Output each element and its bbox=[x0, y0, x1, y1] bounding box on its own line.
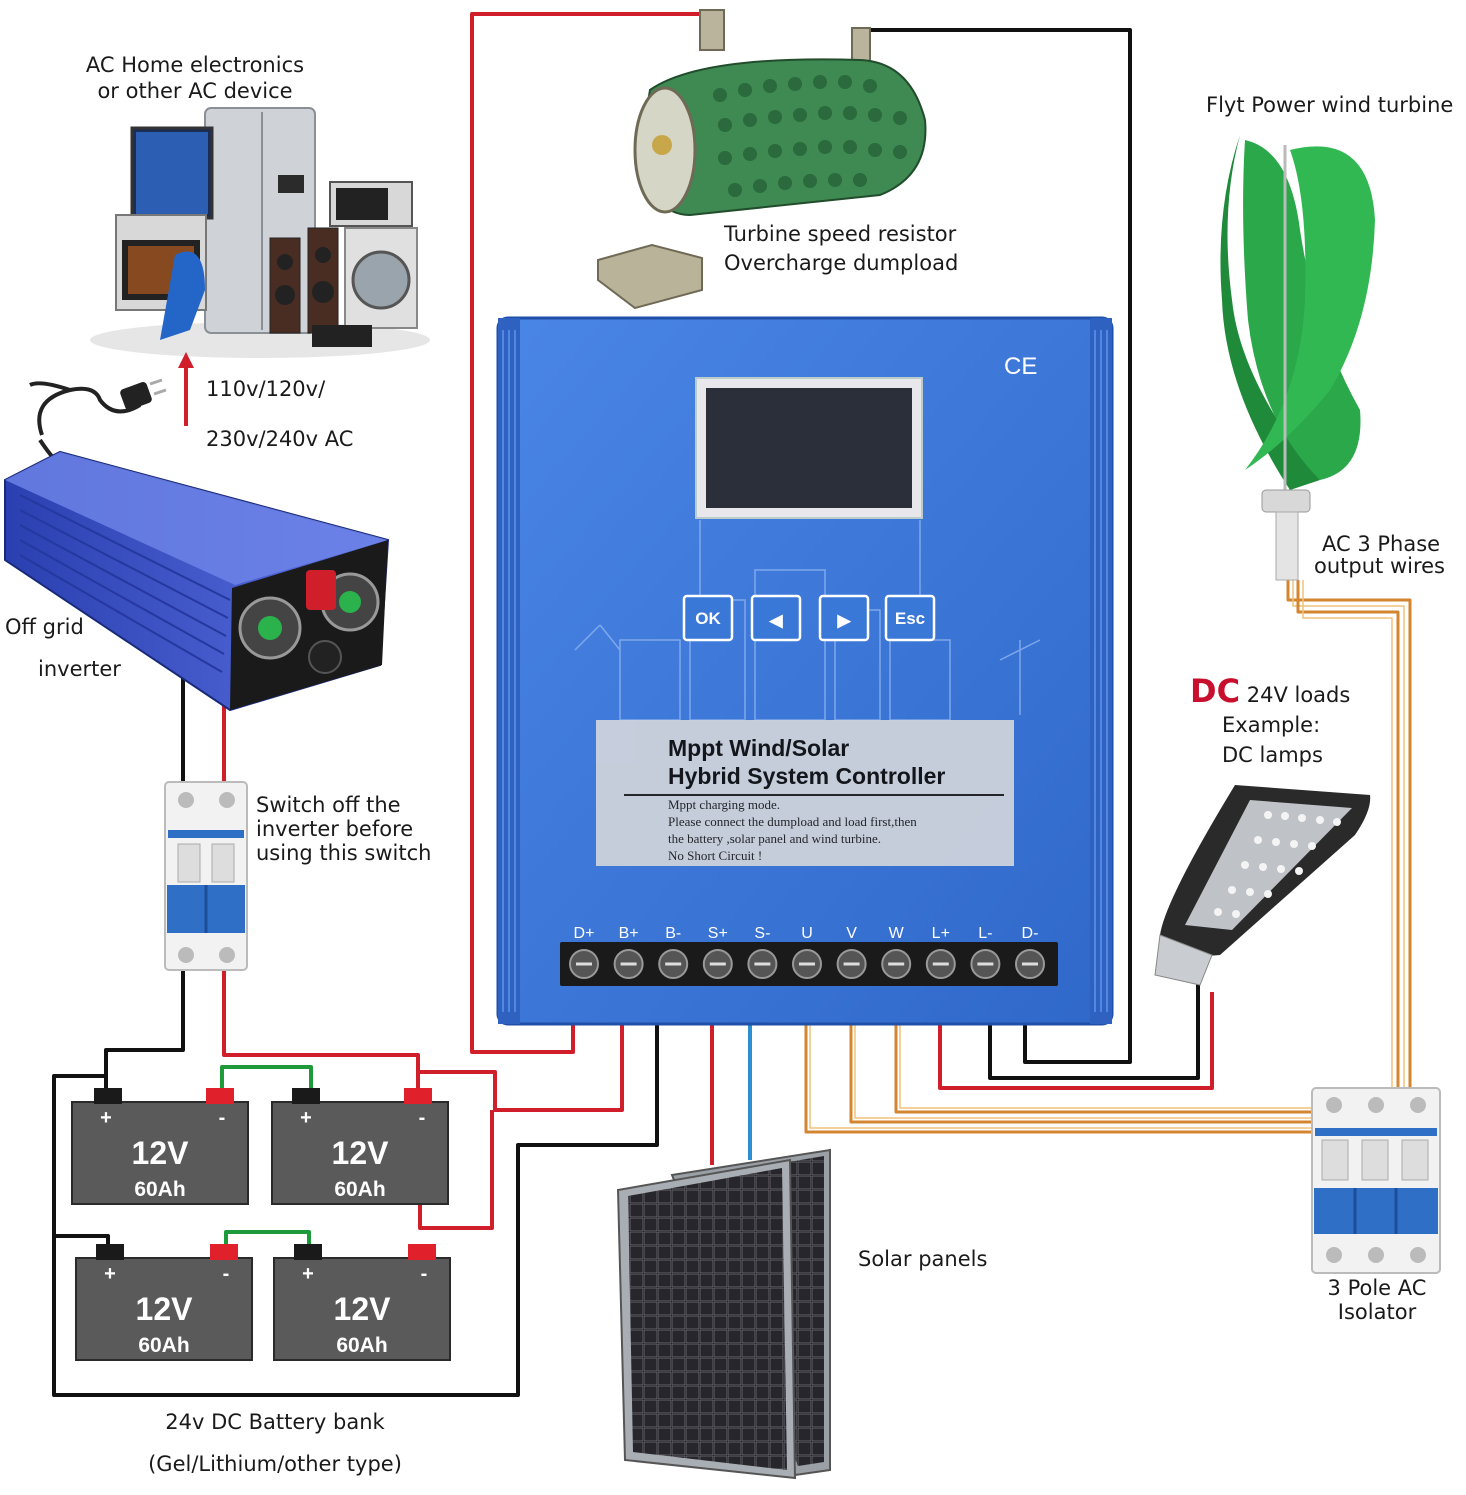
terminal-block bbox=[560, 942, 1058, 986]
solar-panels-label: Solar panels bbox=[858, 1247, 988, 1271]
two-pole-switch-image bbox=[164, 781, 248, 971]
resistor-label: Turbine speed resistor Overcharge dumplo… bbox=[724, 222, 959, 275]
hybrid-controller bbox=[496, 316, 1114, 1026]
dumpload-resistor-image bbox=[597, 9, 927, 310]
controller-notes: Mppt charging mode. Please connect the d… bbox=[668, 797, 917, 863]
battery-2 bbox=[271, 1088, 449, 1205]
controller-label-plate: Mppt Wind/Solar Hybrid System Controller… bbox=[596, 720, 1014, 866]
switch-note-label: Switch off the inverter before using thi… bbox=[256, 793, 432, 865]
ac-arrow bbox=[178, 352, 194, 426]
battery-1 bbox=[71, 1088, 249, 1205]
inverter-label-line2: inverter bbox=[38, 657, 121, 681]
battery-bank bbox=[71, 1088, 451, 1361]
three-pole-isolator-image bbox=[1311, 1087, 1441, 1274]
wire-battery-black-loop bbox=[52, 1025, 659, 1397]
solar-panels-image bbox=[616, 1148, 831, 1480]
wire-battery-lower-black bbox=[54, 1234, 110, 1245]
ac-devices-label: AC Home electronics or other AC device bbox=[85, 53, 305, 103]
battery-bank-label: 24v DC Battery bank (Gel/Lithium/other t… bbox=[148, 1410, 402, 1476]
ac-voltage-label: 110v/120v/ 230v/240v AC bbox=[206, 377, 354, 451]
dc-loads-label: DC 24V loads Example: DC lamps bbox=[1190, 672, 1351, 767]
wire-wind-three-phase bbox=[804, 580, 1412, 1134]
wire-dumpload-negative bbox=[862, 28, 1132, 1064]
wire-switch-black bbox=[104, 970, 185, 1090]
wire-switch-red bbox=[222, 970, 420, 1090]
wind-turbine-image bbox=[1220, 135, 1375, 581]
controller-title: Mppt Wind/Solar Hybrid System Controller bbox=[668, 735, 946, 789]
wire-load-negative bbox=[988, 982, 1200, 1080]
wire-load-positive bbox=[938, 992, 1214, 1090]
ac-appliances-image bbox=[90, 107, 430, 358]
isolator-label: 3 Pole AC Isolator bbox=[1327, 1276, 1427, 1324]
wire-green-series-bottom bbox=[224, 1230, 311, 1247]
inverter-image bbox=[4, 450, 390, 712]
wires bbox=[52, 12, 1412, 1397]
inverter-label-line1: Off grid bbox=[5, 615, 84, 639]
wire-dumpload-positive bbox=[470, 12, 712, 1054]
battery-3 bbox=[75, 1244, 253, 1361]
dc-street-lamp-image bbox=[1154, 785, 1371, 986]
wind-turbine-label: Flyt Power wind turbine bbox=[1206, 93, 1454, 117]
wire-battery-red-series bbox=[418, 1110, 494, 1230]
battery-4 bbox=[273, 1244, 451, 1361]
wire-green-series-top bbox=[220, 1065, 313, 1090]
ac-phase-label: AC 3 Phase output wires bbox=[1314, 532, 1445, 578]
wire-battery-red-controller bbox=[420, 1025, 624, 1112]
dc-label-big: DC bbox=[1190, 672, 1241, 710]
